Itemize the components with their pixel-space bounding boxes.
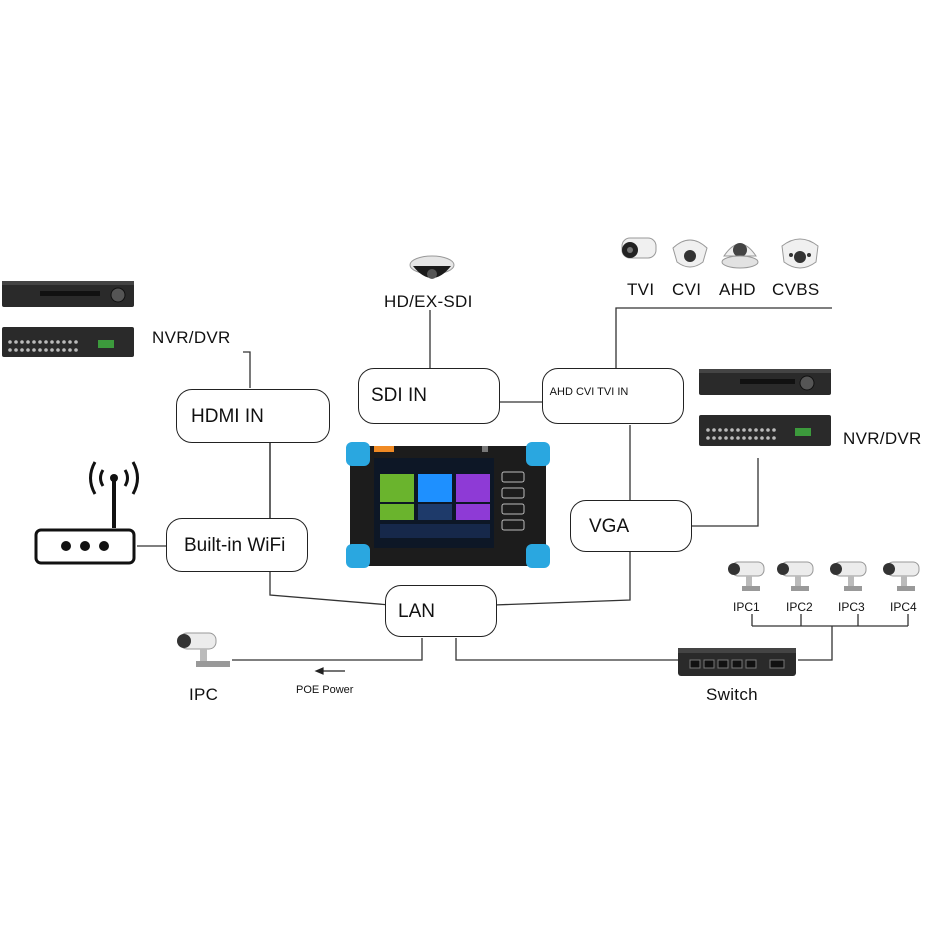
wifi-port: Built-in WiFi [166, 518, 308, 572]
wifi-label: Built-in WiFi [184, 535, 286, 556]
hdmi-in-label: HDMI IN [191, 406, 264, 427]
cam-type-tvi: TVI [627, 280, 655, 299]
sdi-camera-icon [409, 255, 455, 279]
switch-label: Switch [706, 685, 758, 704]
hdmi-out-tag: HD OUT [286, 403, 313, 410]
nvr-left-top-icon [2, 281, 134, 307]
ipc-poe-label: IPC [189, 685, 219, 704]
sdi-in-port: SDI IN [358, 368, 500, 424]
ipc2-camera-icon [777, 561, 814, 591]
vga-label: VGA [589, 516, 630, 537]
analog-in-label: AHD CVI TVI IN [549, 386, 629, 398]
nvr-right-bottom-icon [699, 415, 831, 446]
router-icon [34, 461, 139, 565]
ahd-camera-icon [721, 243, 759, 269]
sdi-camera-label: HD/EX-SDI [384, 292, 473, 311]
tester-device-icon [346, 442, 550, 568]
ipc3-label: IPC3 [838, 600, 865, 614]
ipc-poe-camera-icon [177, 632, 230, 667]
vga-port: VGA [570, 500, 692, 552]
ipc4-camera-icon [883, 561, 920, 591]
network-switch-icon [678, 648, 796, 676]
nvr-right-label: NVR/DVR [843, 429, 922, 448]
ipc4-label: IPC4 [890, 600, 917, 614]
lan-port: LAN [385, 585, 497, 637]
cvi-camera-icon [672, 239, 708, 268]
ipc1-label: IPC1 [733, 600, 760, 614]
analog-in-port: AHD CVI TVI IN [542, 368, 684, 424]
connection-lines [137, 307, 909, 661]
tvi-camera-icon [621, 237, 657, 259]
nvr-left-label: NVR/DVR [152, 328, 231, 347]
ipc3-camera-icon [830, 561, 867, 591]
hdmi-in-port: HDMI IN [176, 389, 330, 443]
lan-label: LAN [398, 601, 435, 622]
nvr-right-top-icon [699, 369, 831, 395]
cam-type-ahd: AHD [719, 280, 756, 299]
nvr-left-bottom-icon [2, 327, 134, 357]
vga-tag: VGA [653, 538, 668, 545]
poe-arrow-icon [314, 667, 345, 675]
poe-power-label: POE Power [296, 684, 354, 696]
ipc2-label: IPC2 [786, 600, 813, 614]
ipc1-camera-icon [728, 561, 765, 591]
cam-type-cvbs: CVBS [772, 280, 820, 299]
sdi-in-label: SDI IN [371, 385, 427, 406]
cvbs-camera-icon [781, 238, 819, 269]
cam-type-cvi: CVI [672, 280, 702, 299]
